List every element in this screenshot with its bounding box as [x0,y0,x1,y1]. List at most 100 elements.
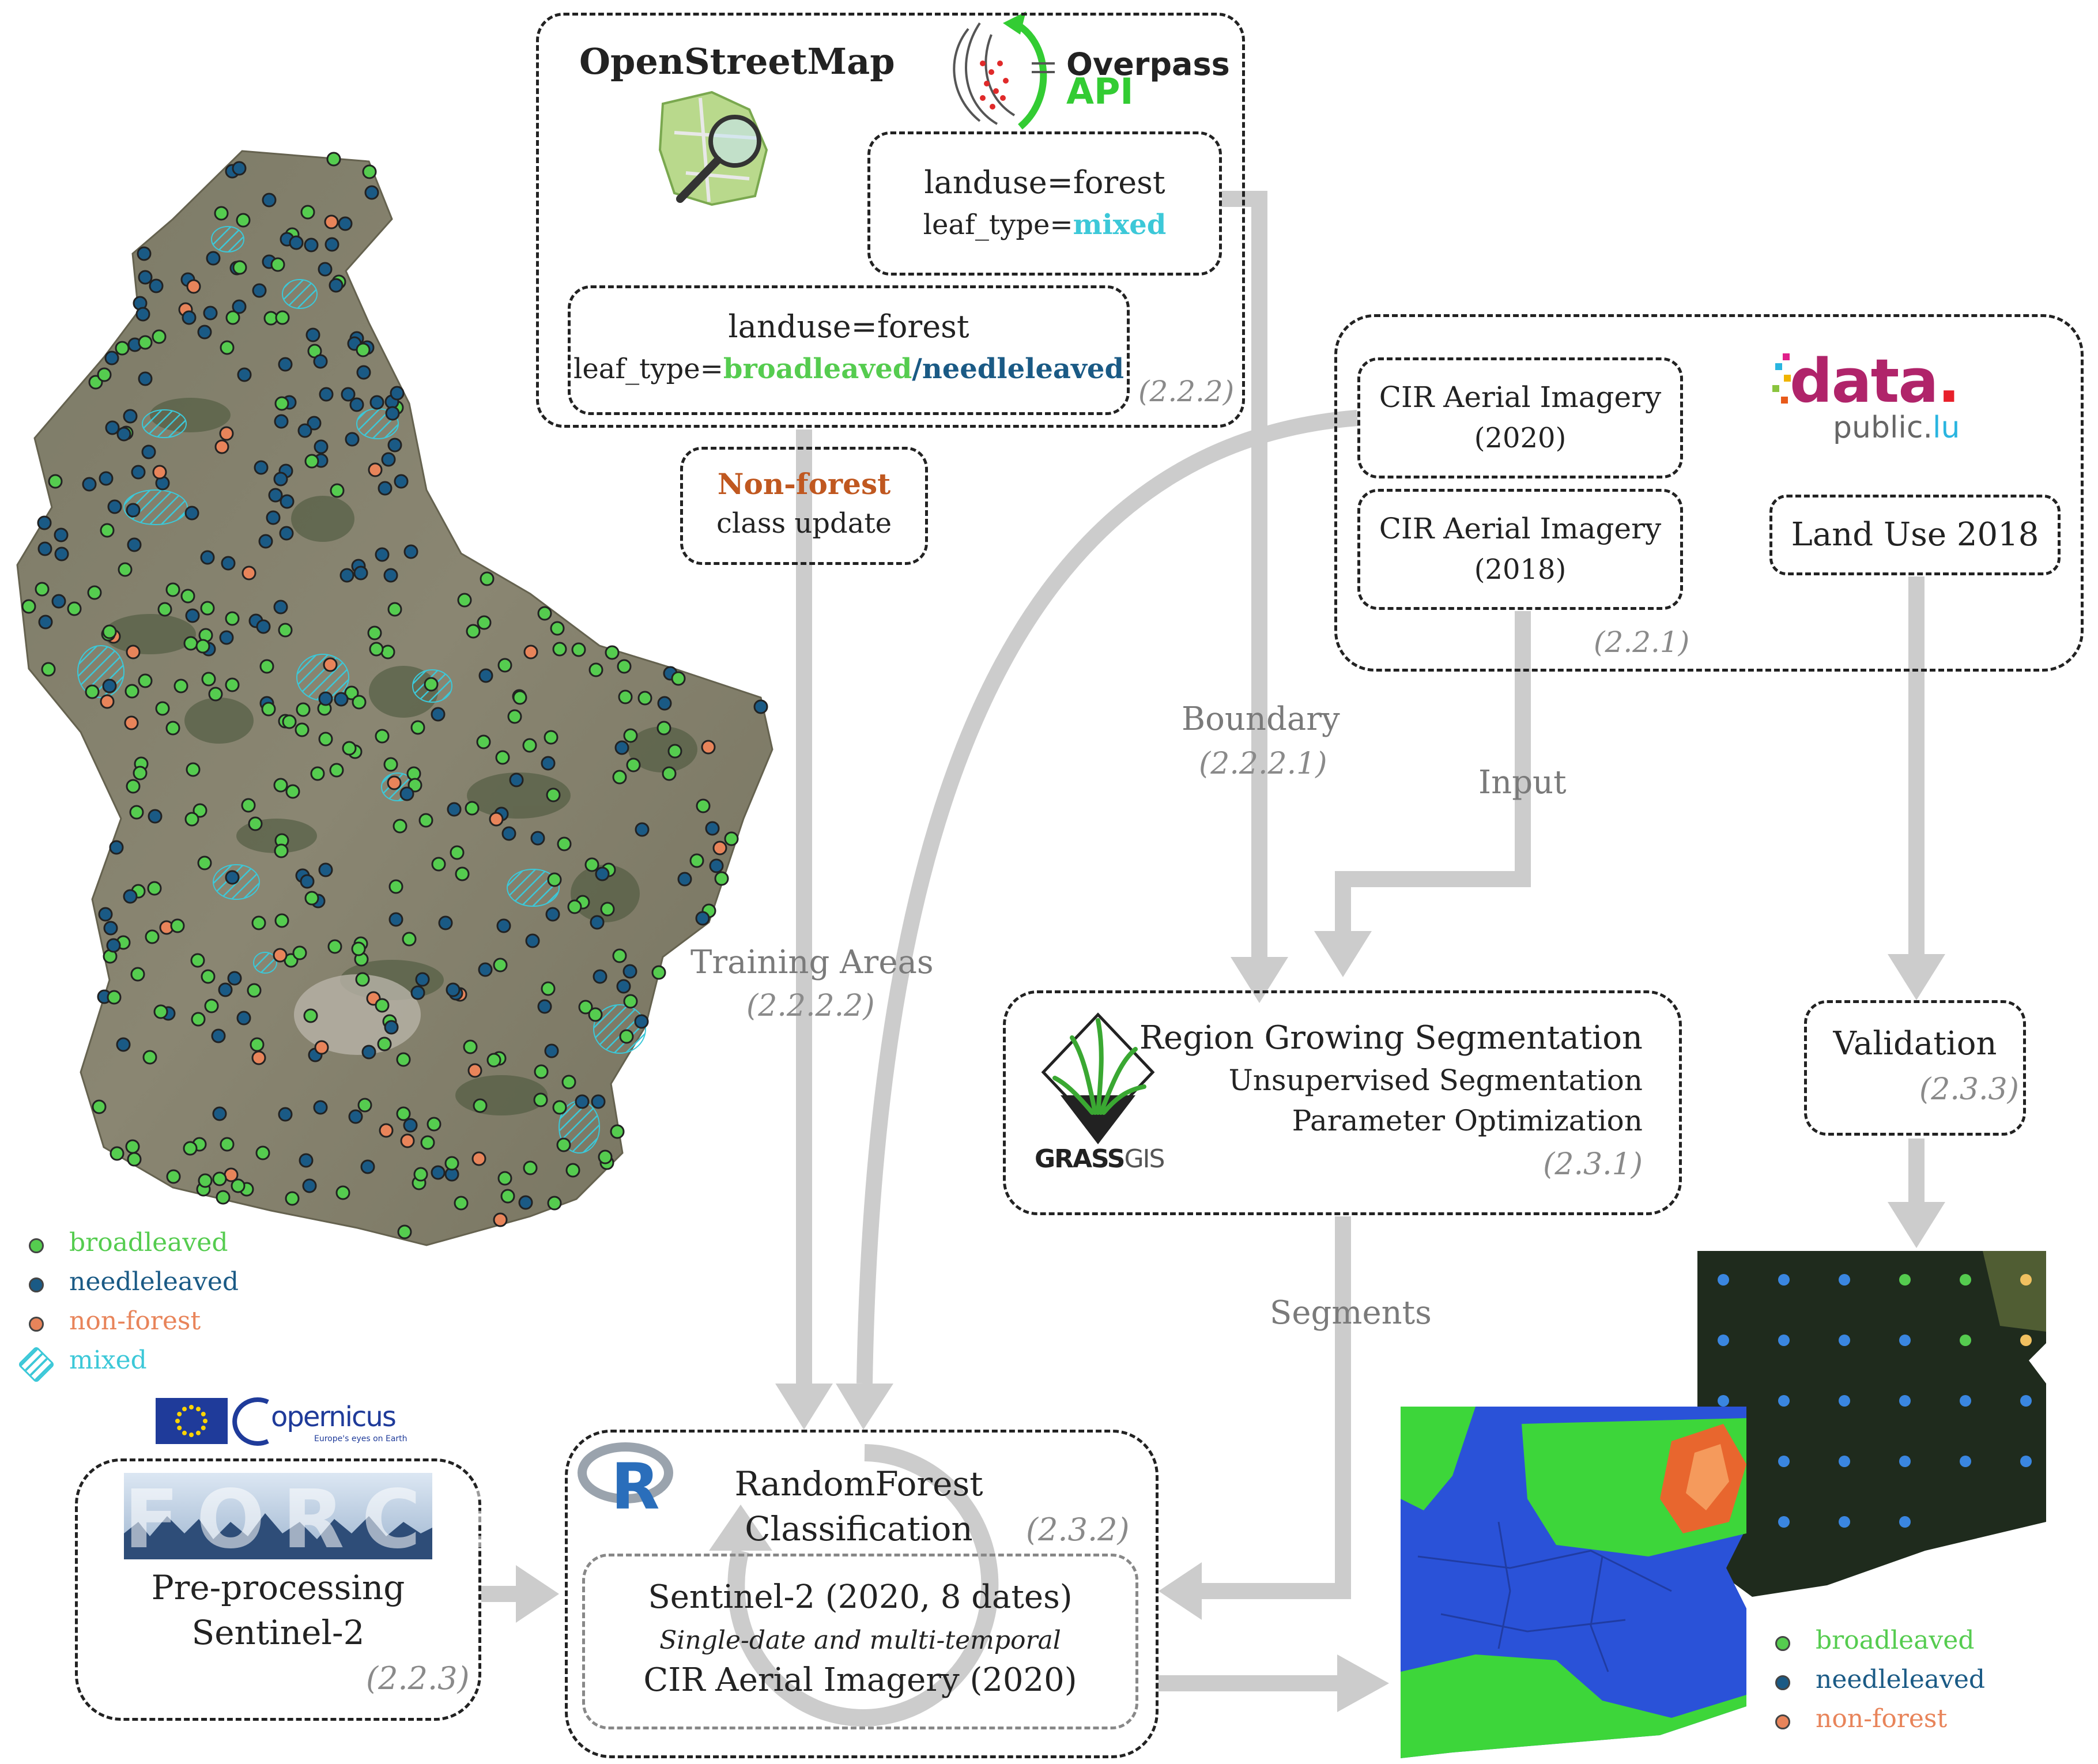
map-sample-point [375,729,390,744]
map-sample-point [280,494,295,509]
map-sample-point [147,881,162,896]
map-sample-point [149,278,164,293]
map-sample-point [410,985,425,1000]
osm-needleleaved-value: needleleaved [922,353,1125,385]
map-sample-point [304,891,319,906]
map-sample-point [477,615,492,630]
map-sample-point [173,679,188,693]
validation-point [2020,1335,2032,1346]
arrowhead-cir2020 [836,1384,893,1430]
osm-broad-needle-prefix: leaf_type= [573,353,723,385]
map-sample-point [473,1098,488,1113]
map-sample-point [153,1004,168,1019]
grass-ref: (2.3.1) [1543,1147,1643,1182]
edge-label-boundary-ref: (2.2.2.1) [1199,747,1327,781]
data-public-logo: data. [1790,346,1960,416]
map-sample-point [368,462,383,477]
map-sample-point [393,819,407,834]
map-sample-point [274,396,289,411]
map-sample-point [126,503,141,518]
validation-point [1839,1395,1850,1407]
map-sample-point [198,1173,213,1188]
map-sample-point [424,677,439,692]
map-sample-point [116,1037,131,1052]
eu-star-icon [189,1405,194,1409]
map-sample-point [656,721,671,736]
arrowhead-input [1314,931,1372,977]
map-sample-point [618,689,633,704]
osm-slash: / [912,353,922,385]
osm-broad-needle-query-box [568,285,1130,415]
map-sample-point [214,439,229,454]
map-sample-point [227,971,242,986]
grass-title: Region Growing Segmentation [1139,1019,1643,1057]
nonforest-update-subtitle: class update [716,507,892,540]
map-sample-point [466,624,481,639]
map-sample-point [561,1075,576,1090]
data-logo-sub2: lu [1933,410,1960,445]
validation-point [2020,1395,2032,1407]
eu-star-icon [177,1426,182,1430]
overpass-logo-icon [953,12,1055,130]
map-sample-point [186,279,201,294]
osm-broadleaved-value: broadleaved [723,353,912,385]
validation-point [1718,1335,1729,1346]
map-sample-point [85,684,100,699]
map-sample-point [591,1094,606,1109]
map-sample-point [251,1050,266,1065]
map-sample-point [218,982,233,997]
map-sample-point [381,452,396,467]
map-sample-point [348,1109,363,1124]
map-sample-point [378,481,393,496]
map-sample-point [104,350,119,365]
map-sample-point [37,541,52,556]
rf-input-line2: Single-date and multi-temporal [659,1626,1061,1655]
map-sample-point [595,866,610,881]
validation-point [1778,1456,1790,1467]
legend-label: non-forest [69,1306,201,1336]
map-sample-point [310,766,325,781]
map-sample-point [232,260,247,275]
validation-point [1839,1456,1850,1467]
map-sample-point [141,444,156,459]
map-sample-point [385,406,400,421]
legend-marker-icon [29,1238,44,1253]
map-sample-point [138,270,153,285]
cir-2018-line2: (2018) [1474,553,1567,586]
map-sample-point [211,1028,226,1043]
osm-mixed-query-box [867,131,1222,276]
data-public-ref: (2.2.1) [1594,625,1690,659]
map-sample-point [427,1117,442,1132]
map-sample-point [130,967,145,982]
map-sample-point [278,1107,293,1122]
validation-point [1899,1335,1911,1346]
map-sample-point [667,744,682,759]
map-sample-point [578,1000,593,1015]
map-sample-point [183,1141,198,1156]
map-sample-point [304,454,319,469]
map-sample-point [262,193,277,208]
copernicus-name: opernicus [271,1401,397,1433]
map-sample-point [248,816,263,831]
osm-mixed-prefix: leaf_type= [923,209,1073,241]
map-sample-point [438,915,453,930]
force-line2: Sentinel-2 [191,1613,365,1652]
map-sample-point [388,879,403,894]
map-sample-point [184,812,199,827]
map-sample-point [364,185,379,200]
map-sample-point [623,728,638,743]
map-sample-point [537,606,552,621]
map-sample-point [552,1100,567,1115]
map-sample-point [125,1139,140,1154]
map-sample-point [191,1012,206,1027]
map-sample-point [285,784,300,799]
map-sample-point [384,1020,399,1035]
map-sample-point [35,582,50,597]
map-sample-point [107,499,122,514]
map-sample-point [467,1063,482,1078]
map-sample-point [303,1008,318,1023]
validation-point [1839,1274,1850,1286]
map-sample-point [541,981,556,996]
map-sample-point [712,840,727,855]
